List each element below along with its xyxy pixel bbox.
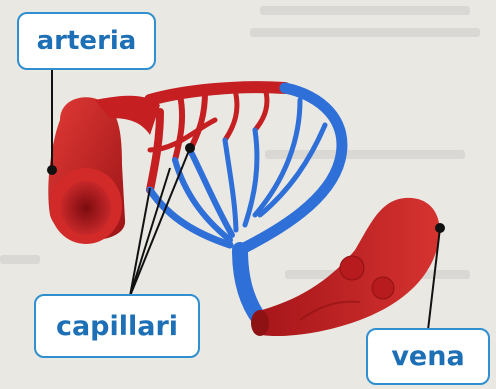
vein-pointer-dot [436, 224, 444, 232]
venous-capillaries [150, 88, 342, 320]
vein-label: vena [366, 328, 490, 385]
arterial-capillaries [150, 87, 285, 190]
capillaries-label: capillari [34, 294, 200, 358]
vein [251, 198, 440, 336]
artery-label: arteria [17, 12, 156, 70]
capillary-pointer-dot [186, 144, 194, 152]
artery-pointer-dot [48, 166, 56, 174]
